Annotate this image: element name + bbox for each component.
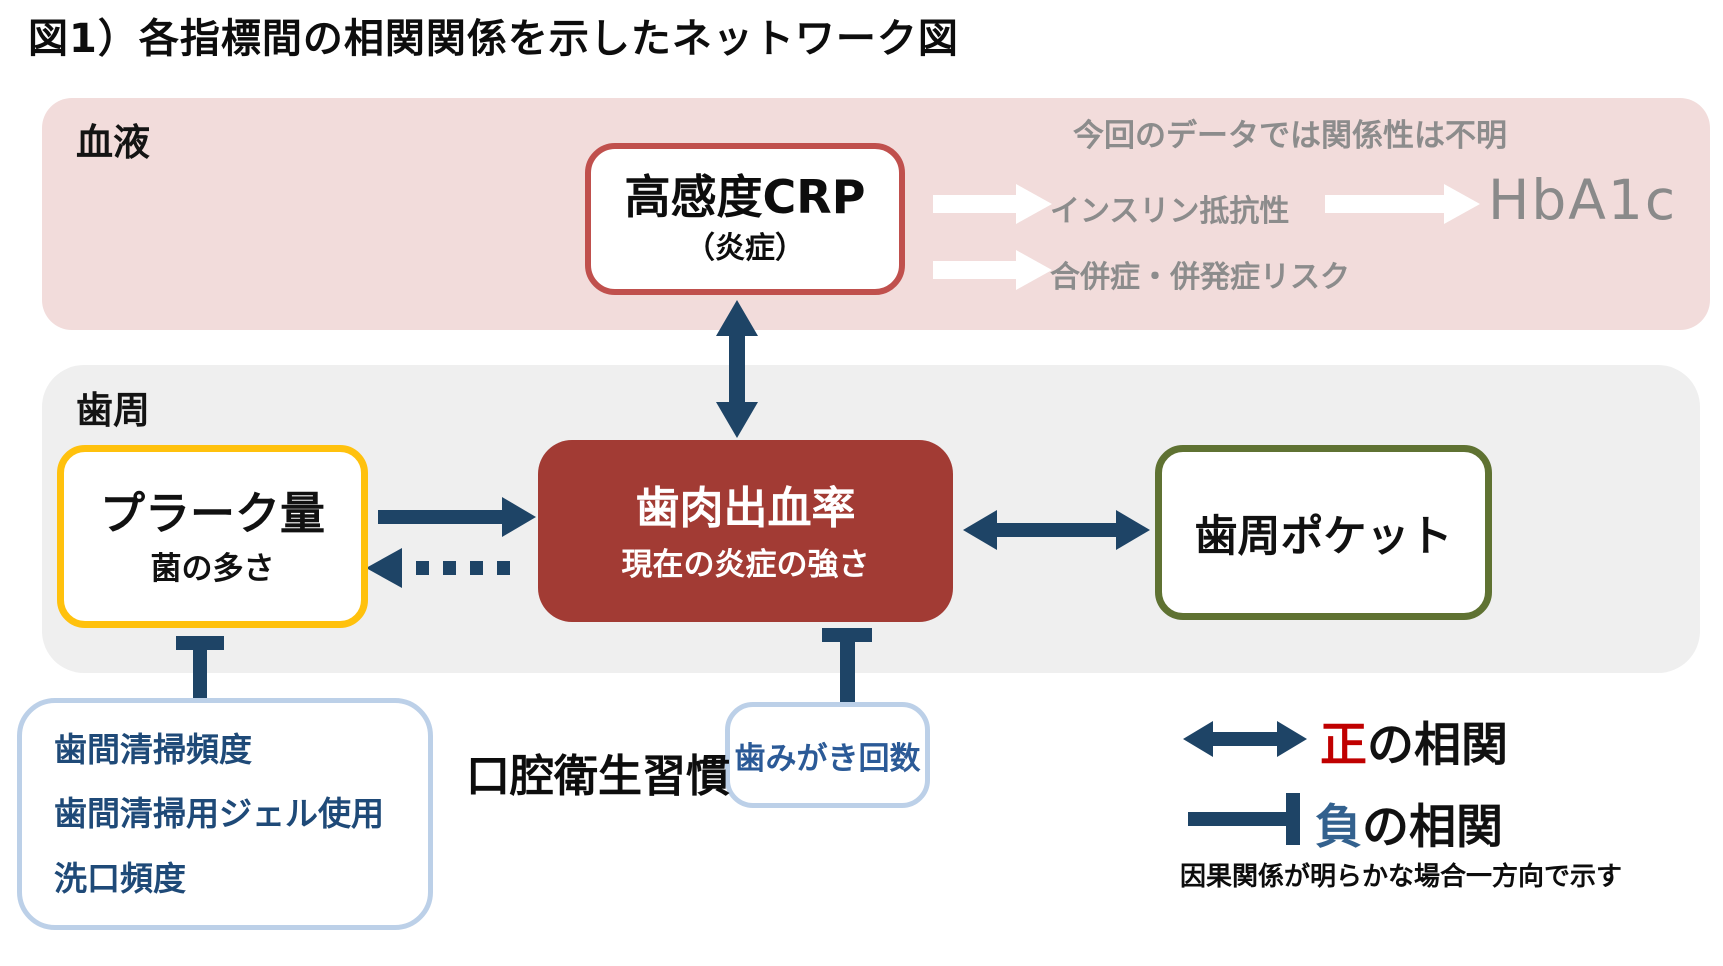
habit-item-interdental-frequency: 歯間清掃頻度 (54, 729, 252, 769)
crp-box: 高感度CRP （炎症） (585, 143, 905, 295)
crp-box-title: 高感度CRP (624, 169, 866, 224)
legend-negative-rest: の相関 (1362, 800, 1503, 855)
oral-hygiene-label: 口腔衛生習慣 (466, 751, 730, 802)
hygiene-habits-box: 歯間清掃頻度 歯間清掃用ジェル使用 洗口頻度 (17, 698, 433, 930)
habit-item-rinsing-frequency: 洗口頻度 (54, 859, 186, 899)
brushing-to-bleeding-tbar (822, 628, 872, 704)
crp-to-complication-arrow (933, 250, 1052, 290)
blood-section-label: 血液 (76, 121, 150, 164)
bleeding-pocket-double-arrow (963, 510, 1150, 550)
complication-risk-label: 合併症・併発症リスク (1050, 260, 1350, 295)
bleeding-to-plaque-dashed-arrow (366, 548, 524, 588)
legend-positive-highlight: 正 (1320, 718, 1367, 773)
bleeding-box-title: 歯肉出血率 (635, 482, 856, 534)
insulin-resistance-label: インスリン抵抗性 (1050, 194, 1290, 229)
brushing-count-title: 歯みがき回数 (734, 740, 921, 777)
habits-to-plaque-tbar (176, 636, 224, 710)
habit-item-interdental-gel: 歯間清掃用ジェル使用 (54, 794, 384, 834)
legend-negative-label: 負の相関 (1315, 788, 1503, 857)
plaque-box-title: プラーク量 (99, 486, 325, 540)
crp-box-subtitle: （炎症） (685, 231, 805, 267)
plaque-box-subtitle: 菌の多さ (150, 551, 275, 588)
legend-negative-tbar (1188, 793, 1300, 845)
perio-section-label: 歯周 (76, 389, 150, 432)
legend-positive-arrow (1183, 721, 1307, 757)
bleeding-box: 歯肉出血率 現在の炎症の強さ (538, 440, 953, 622)
plaque-box: プラーク量 菌の多さ (57, 445, 368, 628)
legend-positive-label: 正の相関 (1320, 706, 1508, 775)
bleeding-box-subtitle: 現在の炎症の強さ (621, 547, 870, 584)
figure-title: 図1）各指標間の相関関係を示したネットワーク図 (28, 16, 959, 62)
crp-bleeding-double-arrow (716, 300, 758, 438)
pocket-box-title: 歯周ポケット (1194, 511, 1453, 562)
hba1c-label: HbA1c (1488, 168, 1678, 232)
insulin-to-hba1c-arrow (1325, 184, 1480, 224)
brushing-count-box: 歯みがき回数 (725, 702, 930, 808)
pocket-box: 歯周ポケット (1155, 445, 1492, 620)
legend-negative-highlight: 負 (1315, 800, 1362, 855)
crp-to-insulin-arrow (933, 184, 1052, 224)
unknown-relationship-note: 今回のデータでは関係性は不明 (1073, 118, 1507, 154)
legend-positive-rest: の相関 (1367, 718, 1508, 773)
plaque-to-bleeding-arrow (378, 497, 536, 537)
legend-causality-note: 因果関係が明らかな場合一方向で示す (1180, 862, 1623, 892)
